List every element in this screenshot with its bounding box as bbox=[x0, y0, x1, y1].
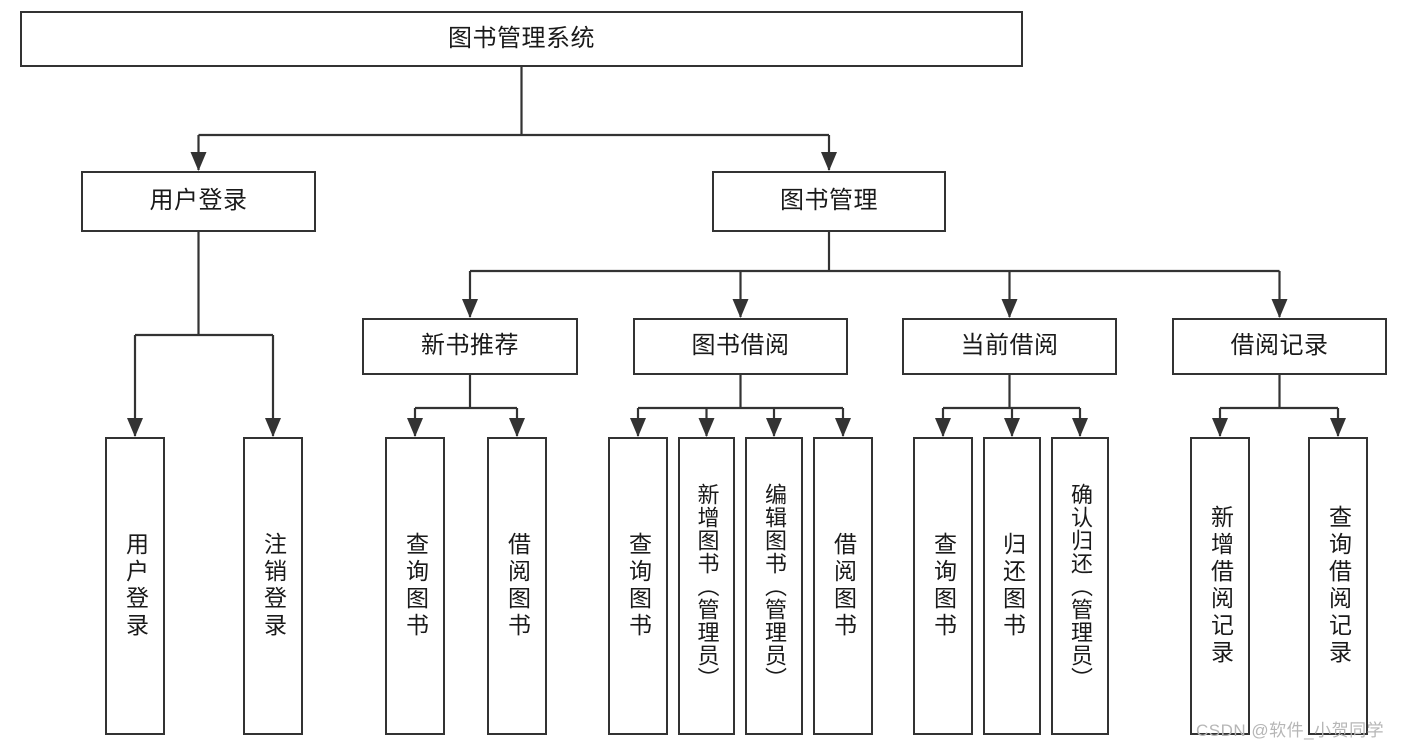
node-label: 图书管理系统 bbox=[448, 24, 595, 52]
node-label: 查询图书 bbox=[402, 532, 429, 640]
arrow-head-icon bbox=[935, 418, 951, 437]
node-borrow-4[interactable]: 借阅图书 bbox=[813, 437, 873, 735]
node-borrow-3[interactable]: 编辑图书（管理员） bbox=[745, 437, 803, 735]
node-label: 当前借阅 bbox=[960, 332, 1059, 360]
arrow-head-icon bbox=[1004, 418, 1020, 437]
node-login-2[interactable]: 注销登录 bbox=[243, 437, 303, 735]
node-label: 图书借阅 bbox=[691, 332, 790, 360]
node-label: 借阅记录 bbox=[1230, 332, 1329, 360]
arrow-head-icon bbox=[509, 418, 525, 437]
arrow-head-icon bbox=[407, 418, 423, 437]
arrow-head-icon bbox=[1271, 299, 1288, 318]
node-label: 查询图书 bbox=[930, 532, 957, 640]
node-records[interactable]: 借阅记录 bbox=[1172, 318, 1387, 375]
node-label: 用户登录 bbox=[149, 187, 248, 215]
arrow-head-icon bbox=[265, 418, 281, 437]
node-records-1[interactable]: 新增借阅记录 bbox=[1190, 437, 1250, 735]
node-login-1[interactable]: 用户登录 bbox=[105, 437, 165, 735]
node-borrow-2[interactable]: 新增图书（管理员） bbox=[678, 437, 735, 735]
arrow-head-icon bbox=[698, 418, 715, 437]
node-label: 确认归还（管理员） bbox=[1068, 482, 1093, 690]
node-label: 图书管理 bbox=[780, 187, 878, 215]
node-root[interactable]: 图书管理系统 bbox=[20, 11, 1023, 67]
node-newbook-1[interactable]: 查询图书 bbox=[385, 437, 445, 735]
node-label: 新增借阅记录 bbox=[1207, 505, 1234, 667]
node-label: 新书推荐 bbox=[421, 332, 519, 360]
node-label: 编辑图书（管理员） bbox=[762, 482, 787, 690]
node-label: 查询图书 bbox=[625, 532, 652, 640]
node-records-2[interactable]: 查询借阅记录 bbox=[1308, 437, 1368, 735]
node-label: 用户登录 bbox=[122, 532, 149, 640]
arrow-head-icon bbox=[766, 418, 782, 437]
node-current-1[interactable]: 查询图书 bbox=[913, 437, 973, 735]
node-label: 新增图书（管理员） bbox=[694, 482, 720, 690]
node-newbook[interactable]: 新书推荐 bbox=[362, 318, 578, 375]
node-label: 借阅图书 bbox=[504, 532, 531, 640]
arrow-head-icon bbox=[821, 152, 837, 171]
node-current[interactable]: 当前借阅 bbox=[902, 318, 1117, 375]
arrow-head-icon bbox=[1212, 418, 1228, 437]
arrow-head-icon bbox=[1072, 418, 1088, 437]
arrow-head-icon bbox=[835, 418, 851, 437]
node-label: 借阅图书 bbox=[830, 532, 857, 640]
node-borrow[interactable]: 图书借阅 bbox=[633, 318, 848, 375]
arrow-head-icon bbox=[1330, 418, 1346, 437]
node-current-3[interactable]: 确认归还（管理员） bbox=[1051, 437, 1109, 735]
node-label: 归还图书 bbox=[999, 532, 1026, 640]
node-borrow-1[interactable]: 查询图书 bbox=[608, 437, 668, 735]
node-newbook-2[interactable]: 借阅图书 bbox=[487, 437, 547, 735]
node-label: 查询借阅记录 bbox=[1325, 505, 1352, 667]
node-label: 注销登录 bbox=[260, 532, 287, 640]
arrow-head-icon bbox=[127, 418, 143, 437]
arrow-head-icon bbox=[190, 152, 207, 171]
node-bookmgmt[interactable]: 图书管理 bbox=[712, 171, 946, 232]
arrow-head-icon bbox=[630, 418, 646, 437]
watermark-text: CSDN @软件_小贺同学 bbox=[1196, 721, 1385, 740]
arrow-head-icon bbox=[732, 299, 749, 318]
arrow-head-icon bbox=[462, 299, 478, 318]
arrow-head-icon bbox=[1001, 299, 1018, 318]
node-login[interactable]: 用户登录 bbox=[81, 171, 316, 232]
node-current-2[interactable]: 归还图书 bbox=[983, 437, 1041, 735]
